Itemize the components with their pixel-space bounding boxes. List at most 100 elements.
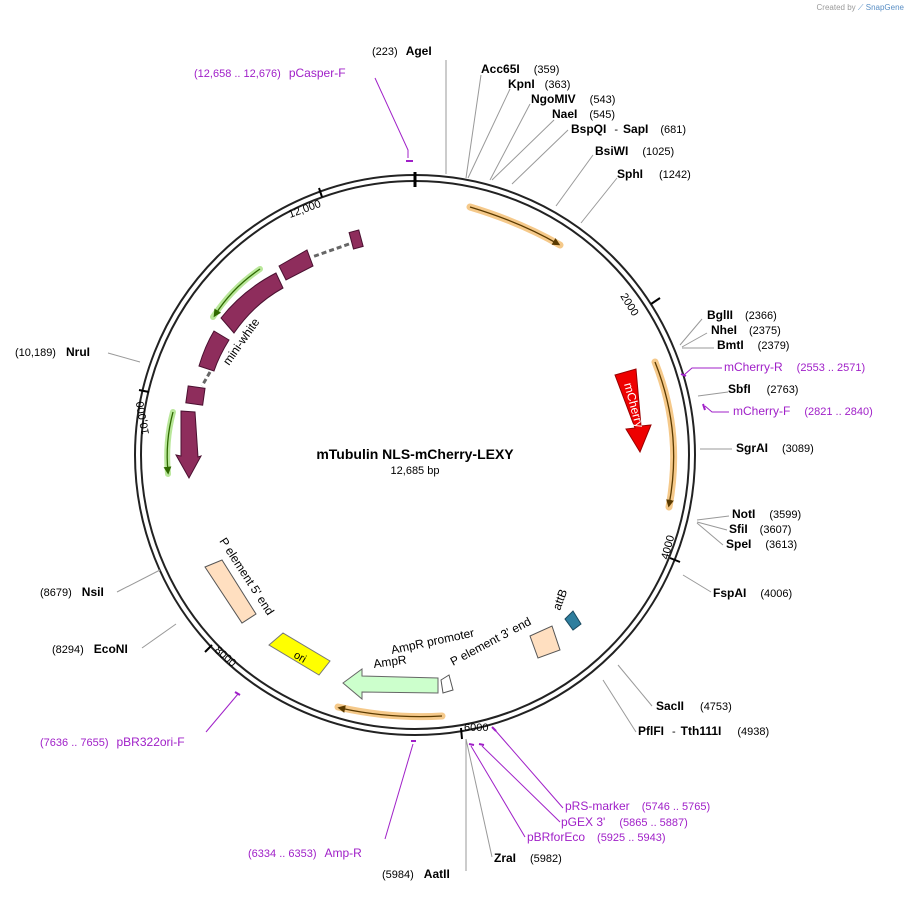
enzyme-name-agei: AgeI — [406, 44, 432, 58]
ampr-promoter-feature[interactable] — [440, 674, 454, 694]
p-element-5-feature[interactable] — [204, 559, 257, 624]
mcherry-feature[interactable] — [614, 368, 652, 454]
enzyme-pos-bglii: (2366) — [745, 310, 777, 322]
orf-arc-top[interactable] — [466, 203, 564, 249]
enzyme-sep-pflfi: - — [672, 726, 676, 738]
enzyme-name-econi: EcoNI — [94, 642, 128, 656]
svg-text:SphI(1242): SphI (1242) — [617, 167, 691, 181]
primer-name-mcherry-r: mCherry-R — [724, 360, 783, 374]
enzyme-pos-econi: (8294) — [52, 644, 84, 656]
enzyme-name-acc65i: Acc65I — [481, 62, 520, 76]
enzyme-name-kpni: KpnI — [508, 77, 535, 91]
primer-name-pcasper-f: pCasper-F — [289, 66, 346, 80]
enzyme-pos-aatii: (5984) — [382, 869, 414, 881]
enzyme-pos-sphi: (1242) — [659, 169, 691, 181]
svg-text:SgrAI(3089): SgrAI (3089) — [736, 441, 814, 455]
enzyme-pos-sfii: (3607) — [760, 524, 792, 536]
svg-text:(12,658 .. 12,676)pCasper-F: (12,658 .. 12,676) pCasper-F — [194, 66, 346, 80]
enzyme-pos-kpni: (363) — [545, 79, 571, 91]
orf-arrow-top — [469, 206, 561, 246]
svg-text:BsiWI(1025): BsiWI (1025) — [595, 144, 674, 158]
orf-arrow-right — [654, 361, 675, 508]
mini-white-feature[interactable] — [175, 229, 364, 480]
enzyme-name-sgrai: SgrAI — [736, 441, 768, 455]
mcherry-label: mCherry — [621, 381, 646, 429]
enzyme-pos-noti: (3599) — [769, 509, 801, 521]
orf-arc-right[interactable] — [651, 358, 678, 511]
primer-labels: (12,658 .. 12,676) pCasper-F mCherry-R (25… — [40, 66, 873, 860]
watermark-prefix: Created by — [816, 3, 856, 12]
svg-text:SacII(4753): SacII(4753) — [656, 699, 732, 713]
enzyme-sep-bspqi: - — [614, 124, 618, 136]
enzyme-name-sbfi: SbfI — [728, 382, 751, 396]
primer-leader-lines — [205, 77, 729, 840]
attb-feature[interactable] — [564, 610, 582, 631]
enzyme-name-pflfi: PflFI — [638, 724, 664, 738]
svg-text:(6334 .. 6353)Amp-R: (6334 .. 6353) Amp-R — [248, 846, 362, 860]
svg-text:NaeI(545): NaeI (545) — [552, 107, 615, 121]
svg-text:pRS-marker(5746 .. 5765): pRS-marker (5746 .. 5765) — [565, 799, 710, 813]
enzyme-name-nsii: NsiI — [82, 585, 104, 599]
tick-mark-4000 — [669, 557, 681, 563]
enzyme-pos-nrui: (10,189) — [15, 347, 56, 359]
primer-name-prs-marker: pRS-marker — [565, 799, 630, 813]
svg-text:(10,189)NruI: (10,189)NruI — [15, 345, 90, 359]
svg-text:PflFI-Tth111I(4938): PflFI-Tth111I(4938) — [638, 724, 769, 738]
svg-text:mCherry-F(2821 .. 2840): mCherry-F(2821 .. 2840) — [733, 404, 873, 418]
svg-text:pGEX 3'(5865 .. 5887): pGEX 3'(5865 .. 5887) — [561, 815, 688, 829]
primer-range-mcherry-r: (2553 .. 2571) — [797, 362, 866, 374]
svg-text:SfiI(3607): SfiI(3607) — [729, 522, 791, 536]
enzyme-pos-sacii: (4753) — [700, 701, 732, 713]
tick-mark-2000 — [650, 297, 661, 305]
primer-range-prs-marker: (5746 .. 5765) — [642, 801, 711, 813]
enzyme-leader-lines — [107, 60, 732, 871]
ori-label: ori — [292, 649, 309, 666]
enzyme-pos-bmti: (2379) — [758, 340, 790, 352]
tick-mark-10000 — [138, 389, 150, 393]
tick-mark-12000 — [318, 187, 323, 198]
svg-text:pBRforEco(5925 .. 5943): pBRforEco (5925 .. 5943) — [527, 830, 666, 844]
enzyme-pos-nhei: (2375) — [749, 325, 781, 337]
enzyme-name-naei: NaeI — [552, 107, 577, 121]
primer-range-pbrforeco: (5925 .. 5943) — [597, 832, 666, 844]
green-arrow-upper — [213, 268, 261, 318]
svg-text:BspQI-SapI(681): BspQI-SapI(681) — [571, 122, 686, 136]
enzyme-pos-nsii: (8679) — [40, 587, 72, 599]
tick-label-4000: 4000 — [659, 534, 677, 561]
enzyme-pos-sgrai: (3089) — [782, 443, 814, 455]
ampr-feature[interactable] — [342, 668, 439, 701]
enzyme-pos-bspqi: (681) — [660, 124, 686, 136]
tick-mark-6000 — [460, 727, 463, 740]
enzyme-name-noti: NotI — [732, 507, 755, 521]
primer-range-pbr322ori-f: (7636 .. 7655) — [40, 737, 109, 749]
plasmid-length: 12,685 bp — [391, 465, 440, 477]
snapgene-watermark: Created by ⟋ SnapGene — [817, 3, 904, 13]
svg-text:mCherry-R(2553 .. 2571): mCherry-R (2553 .. 2571) — [724, 360, 865, 374]
tick-label-10000: 10,000 — [134, 400, 152, 435]
enzyme-name-spei: SpeI — [726, 537, 751, 551]
svg-text:KpnI(363): KpnI (363) — [508, 77, 570, 91]
enzyme-name-bglii: BglII — [707, 308, 733, 322]
plasmid-title: mTubulin NLS-mCherry-LEXY — [316, 446, 514, 462]
primer-range-mcherry-f: (2821 .. 2840) — [804, 406, 873, 418]
svg-text:(7636 .. 7655)pBR322ori-F: (7636 .. 7655) pBR322ori-F — [40, 735, 185, 749]
primer-name-amp-r: Amp-R — [325, 846, 363, 860]
enzyme-name-aatii: AatII — [424, 867, 450, 881]
enzyme-pos-pflfi: (4938) — [737, 726, 769, 738]
primer-name-pbrforeco: pBRforEco — [527, 830, 585, 844]
enzyme-name-sphi: SphI — [617, 167, 643, 181]
svg-text:NotI(3599): NotI (3599) — [732, 507, 801, 521]
enzyme-name-nhei: NheI — [711, 323, 737, 337]
primer-range-pcasper-f: (12,658 .. 12,676) — [194, 68, 281, 80]
svg-text:Acc65I(359): Acc65I (359) — [481, 62, 559, 76]
enzyme-pos-acc65i: (359) — [534, 64, 560, 76]
enzyme-pos-agei: (223) — [372, 46, 398, 58]
primer-range-pgex3: (5865 .. 5887) — [619, 817, 688, 829]
ori-feature[interactable] — [268, 632, 331, 676]
enzyme-pos-naei: (545) — [589, 109, 615, 121]
enzyme-pos-bsiwi: (1025) — [642, 146, 674, 158]
primer-range-amp-r: (6334 .. 6353) — [248, 848, 317, 860]
enzyme-name-bsiwi: BsiWI — [595, 144, 628, 158]
primer-name-pbr322ori-f: pBR322ori-F — [117, 735, 185, 749]
p-element-3-feature[interactable] — [529, 625, 561, 659]
